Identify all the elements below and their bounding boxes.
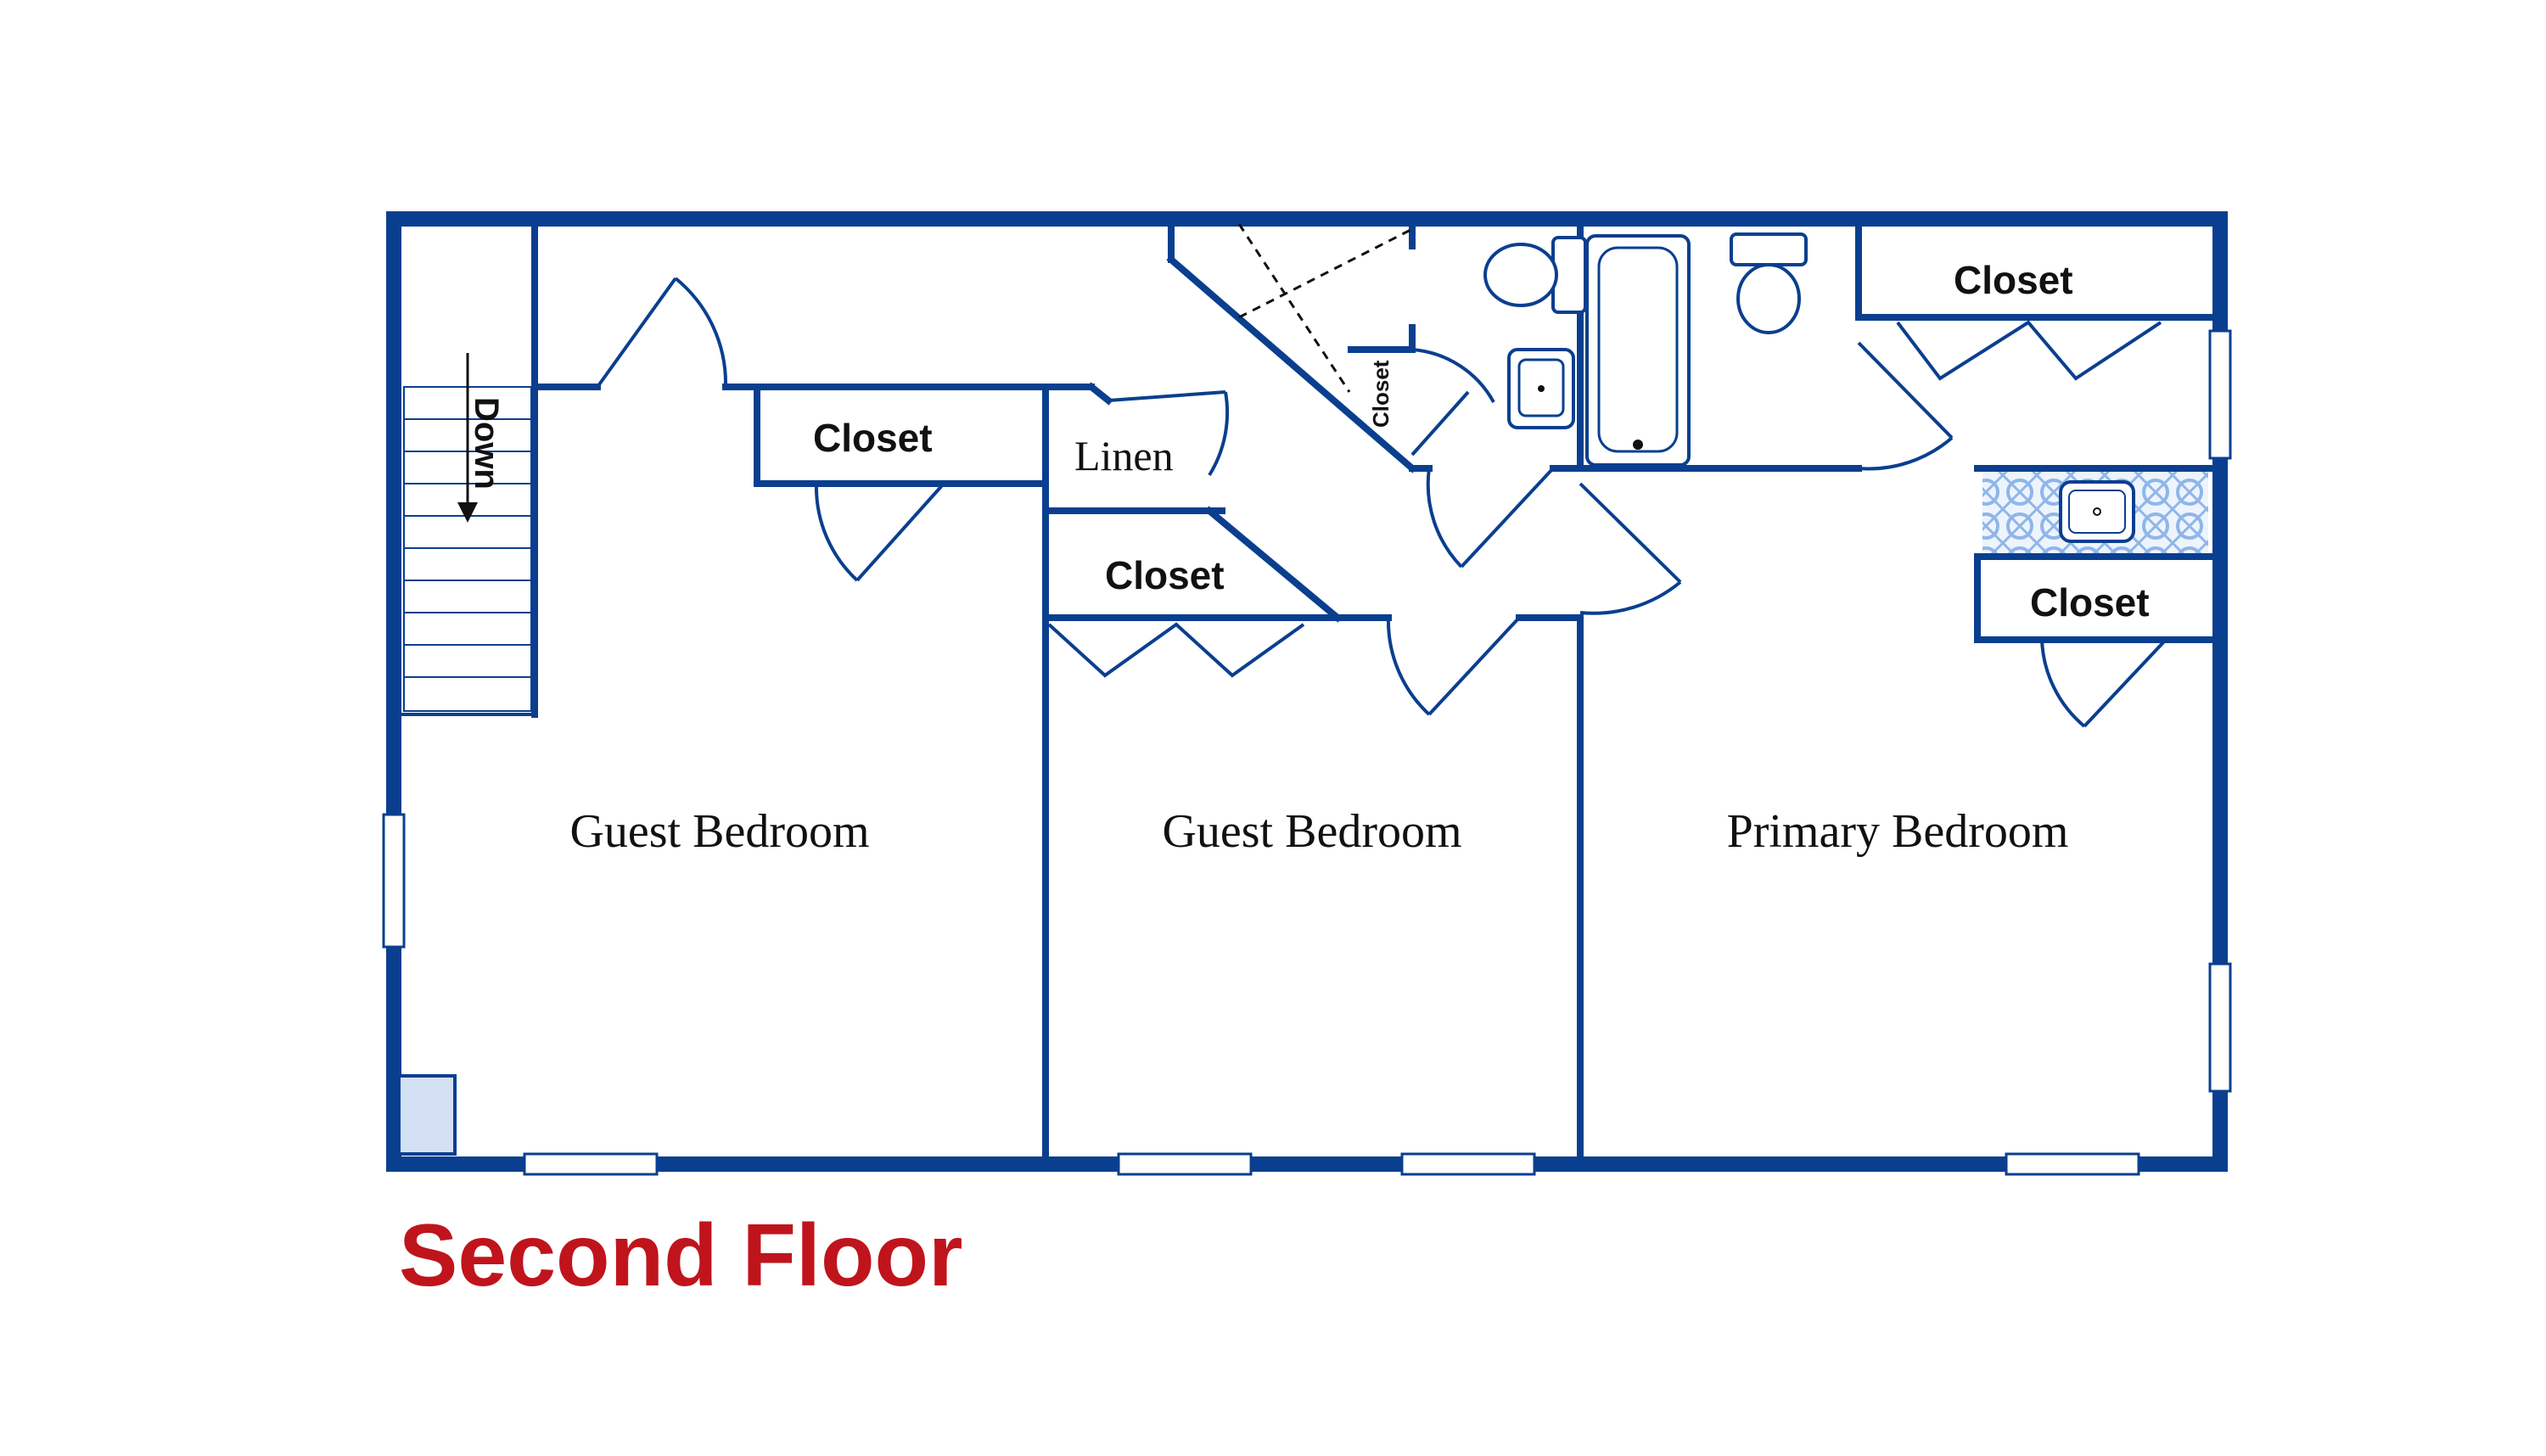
- room-label-guest-1: Guest Bedroom: [569, 805, 869, 858]
- toilet-icon: [1483, 243, 1558, 307]
- window-right-1: [2208, 329, 2232, 460]
- toilet-tank-icon-2: [1730, 232, 1808, 266]
- bathroom-fixtures: [1483, 232, 1808, 467]
- window-bottom-1: [523, 1152, 659, 1176]
- floor-title: Second Floor: [399, 1207, 963, 1305]
- window-bottom-3: [1400, 1152, 1536, 1176]
- stairs-label: Down: [468, 397, 505, 490]
- arrow-head-icon: [457, 502, 478, 523]
- closet-label-guest-1: Closet: [813, 416, 933, 460]
- closet-label-guest-2: Closet: [1105, 553, 1225, 597]
- vanity: [1982, 472, 2208, 553]
- staircase: Down: [403, 353, 532, 712]
- room-label-guest-2: Guest Bedroom: [1162, 805, 1461, 858]
- linen-label: Linen: [1074, 432, 1174, 479]
- doors: [596, 223, 2167, 728]
- toilet-icon-2: [1736, 263, 1801, 334]
- outer-wall: [386, 211, 2228, 1172]
- window-bottom-4: [2005, 1152, 2140, 1176]
- room-label-primary: Primary Bedroom: [1727, 805, 2069, 858]
- door-swing-arc: [674, 277, 728, 388]
- exterior-walls: [382, 211, 2232, 1176]
- closet-label-primary-side: Closet: [2030, 580, 2150, 624]
- corner-cabinet: [397, 1074, 457, 1156]
- window-left: [382, 813, 406, 949]
- door-guest-1: [596, 277, 677, 389]
- closet-label-primary-top: Closet: [1954, 258, 2073, 302]
- closet-label-bath: Closet: [1368, 360, 1394, 428]
- window-bottom-2: [1117, 1152, 1253, 1176]
- interior-walls: [401, 224, 2215, 1159]
- window-right-2: [2208, 962, 2232, 1093]
